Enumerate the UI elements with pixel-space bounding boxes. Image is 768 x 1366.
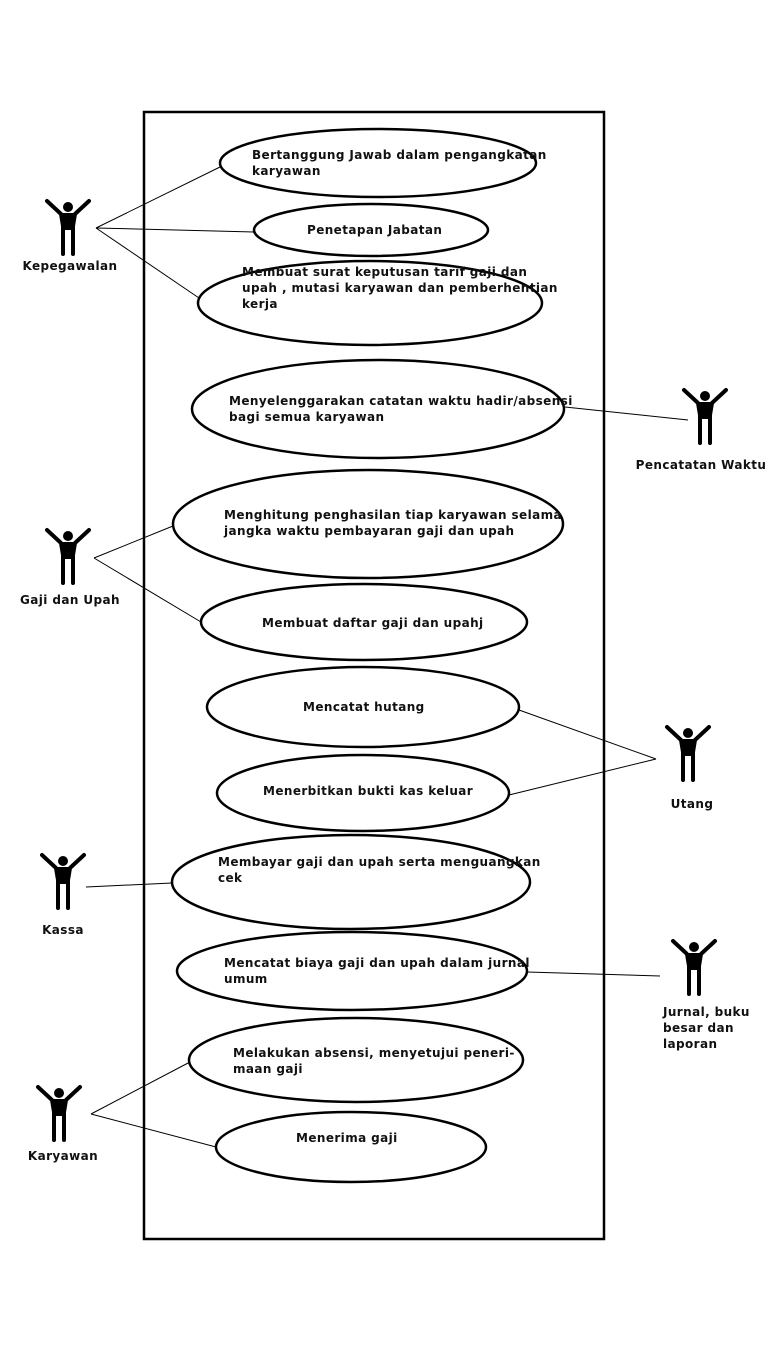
association-line-utang-uc8 — [508, 758, 657, 796]
use-case-uc10[interactable]: Mencatat biaya gaji dan upah dalam jurna… — [175, 930, 530, 1012]
actor-utang[interactable]: Utang — [665, 725, 714, 811]
person-icon — [45, 528, 91, 585]
use-case-label: upah , mutasi karyawan dan pemberhentian — [242, 281, 558, 295]
actor-kepegawalan[interactable]: Kepegawalan — [23, 199, 118, 273]
use-case-label: Melakukan absensi, menyetujui peneri- — [233, 1046, 515, 1060]
system-boundary — [142, 110, 606, 1241]
use-case-label: jangka waktu pembayaran gaji dan upah — [223, 524, 515, 538]
use-case-label: Menerima gaji — [296, 1131, 398, 1145]
association-line-utang-uc7 — [518, 709, 657, 760]
use-case-label: umum — [224, 972, 268, 986]
use-case-ellipse — [171, 468, 565, 580]
use-case-uc3[interactable]: Membuat surat keputusan tarif gaji dan up… — [196, 259, 558, 347]
association-line-karyawan-uc12 — [90, 1113, 217, 1148]
use-case-label: Mencatat biaya gaji dan upah dalam jurna… — [224, 956, 530, 970]
use-case-uc8[interactable]: Menerbitkan bukti kas keluar — [215, 753, 511, 833]
use-case-label: Menghitung penghasilan tiap karyawan sel… — [224, 508, 562, 522]
association-line-kepegawalan-uc3 — [95, 227, 200, 299]
actor-jurnal[interactable]: Jurnal, buku besar dan laporan — [662, 939, 750, 1051]
person-icon — [45, 199, 91, 256]
actor-label: Utang — [671, 797, 714, 811]
use-case-ellipse — [252, 202, 490, 258]
use-case-label: Bertanggung Jawab dalam pengangkatan — [252, 148, 547, 162]
actor-label: Kepegawalan — [23, 259, 118, 273]
use-case-label: Menerbitkan bukti kas keluar — [263, 784, 473, 798]
use-case-uc11[interactable]: Melakukan absensi, menyetujui peneri-maa… — [187, 1016, 525, 1104]
use-case-label: Menyelenggarakan catatan waktu hadir/abs… — [229, 394, 573, 408]
use-case-ellipse — [205, 665, 521, 749]
use-case-ellipse — [214, 1110, 488, 1184]
use-cases: Bertanggung Jawab dalam pengangkatan kary… — [170, 127, 573, 1184]
person-icon — [40, 853, 86, 910]
association-line-karyawan-uc11 — [90, 1061, 191, 1115]
association-line-pencatatan-uc4 — [564, 406, 689, 421]
use-case-ellipse — [190, 358, 566, 460]
use-case-ellipse — [170, 833, 532, 931]
use-case-ellipse — [199, 582, 529, 662]
actor-label: Jurnal, buku — [662, 1005, 750, 1019]
person-icon — [682, 388, 728, 445]
association-line-jurnal-uc10 — [526, 971, 661, 977]
association-line-gaji-uc6 — [93, 557, 202, 623]
use-case-ellipse — [215, 753, 511, 833]
actor-label: laporan — [663, 1037, 717, 1051]
use-case-label: Penetapan Jabatan — [307, 223, 442, 237]
use-case-uc1[interactable]: Bertanggung Jawab dalam pengangkatan kary… — [218, 127, 547, 199]
person-icon — [671, 939, 717, 996]
actor-karyawan[interactable]: Karyawan — [28, 1085, 98, 1163]
actor-label: Pencatatan Waktu — [636, 458, 767, 472]
use-case-uc2[interactable]: Penetapan Jabatan — [252, 202, 490, 258]
person-icon — [665, 725, 711, 782]
actor-label: Gaji dan Upah — [20, 593, 120, 607]
use-case-label: Membuat daftar gaji dan upahj — [262, 616, 484, 630]
use-case-uc12[interactable]: Menerima gaji — [214, 1110, 488, 1184]
use-case-label: kerja — [242, 297, 278, 311]
association-lines — [85, 166, 689, 1148]
use-case-uc9[interactable]: Membayar gaji dan upah serta menguangkan… — [170, 833, 541, 931]
use-case-ellipse — [175, 930, 529, 1012]
use-case-label: maan gaji — [233, 1062, 303, 1076]
actor-label: Kassa — [42, 923, 84, 937]
use-case-uc5[interactable]: Menghitung penghasilan tiap karyawan sel… — [171, 468, 565, 580]
association-line-kepegawalan-uc2 — [95, 227, 255, 233]
use-case-ellipse — [196, 259, 544, 347]
use-case-uc4[interactable]: Menyelenggarakan catatan waktu hadir/abs… — [190, 358, 573, 460]
person-icon — [36, 1085, 82, 1142]
use-case-label: Membuat surat keputusan tarif gaji dan — [242, 265, 527, 279]
use-case-ellipse — [218, 127, 538, 199]
actor-gaji[interactable]: Gaji dan Upah — [20, 528, 120, 607]
use-case-label: cek — [218, 871, 243, 885]
actor-kassa[interactable]: Kassa — [40, 853, 86, 937]
use-case-uc7[interactable]: Mencatat hutang — [205, 665, 521, 749]
use-case-uc6[interactable]: Membuat daftar gaji dan upahj — [199, 582, 529, 662]
actor-pencatatan[interactable]: Pencatatan Waktu — [636, 388, 767, 472]
actor-label: Karyawan — [28, 1149, 98, 1163]
use-case-ellipse — [187, 1016, 525, 1104]
association-line-kepegawalan-uc1 — [95, 166, 221, 229]
association-line-kassa-uc9 — [85, 882, 173, 888]
association-line-gaji-uc5 — [93, 525, 174, 559]
use-case-label: karyawan — [252, 164, 321, 178]
use-case-label: Membayar gaji dan upah serta menguangkan — [218, 855, 541, 869]
use-case-label: Mencatat hutang — [303, 700, 425, 714]
actor-label: besar dan — [663, 1021, 734, 1035]
use-case-label: bagi semua karyawan — [229, 410, 384, 424]
